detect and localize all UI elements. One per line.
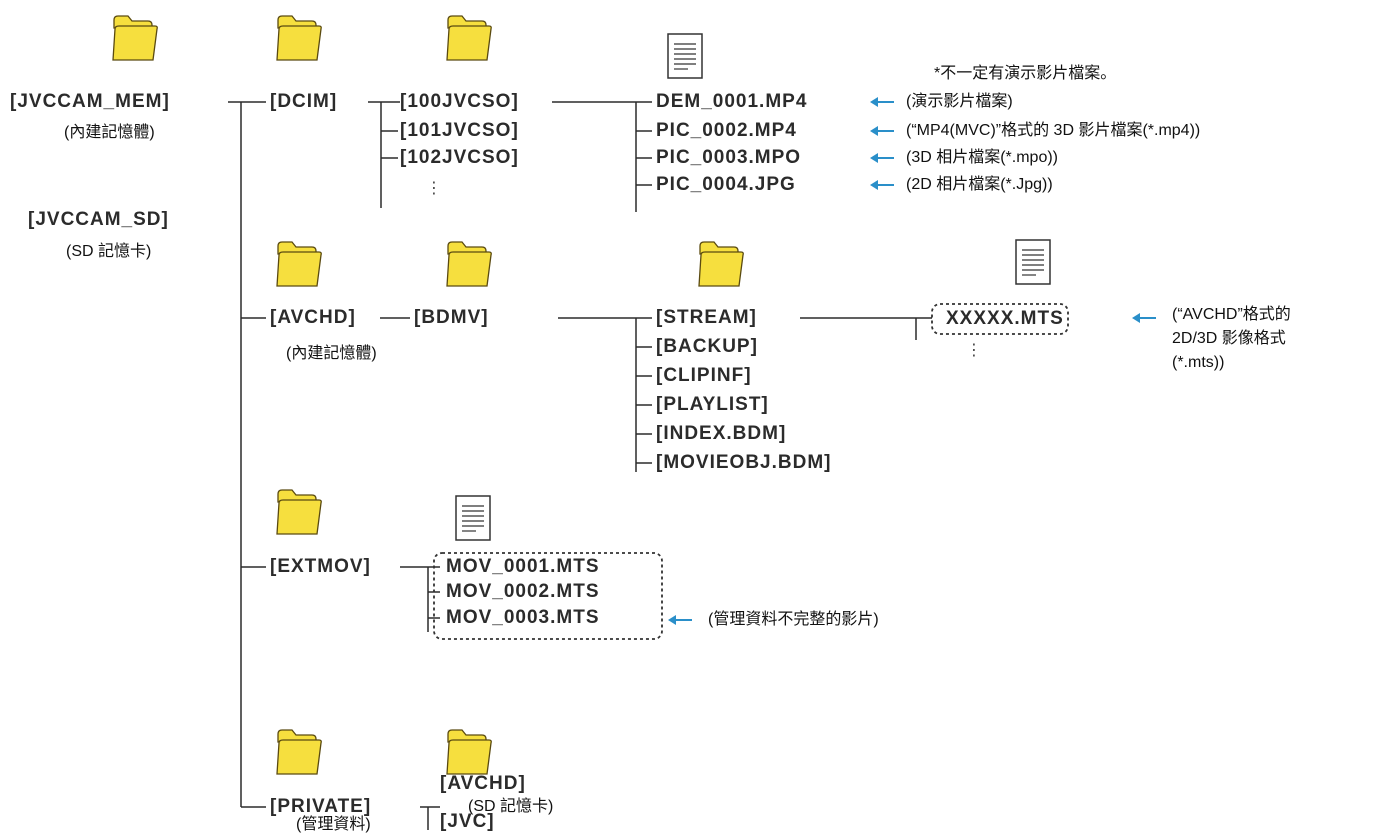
bdmv-child: [CLIPINF] [656,365,752,386]
private-label: [PRIVATE] [270,796,372,817]
avchd-note-line: 2D/3D 影像格式 [1172,330,1286,347]
dcim-ellipsis: ⋮ [426,180,442,197]
bdmv-child: [PLAYLIST] [656,394,769,415]
mov-dashed-box [433,552,663,640]
dcim-footnote: *不一定有演示影片檔案。 [934,65,1117,82]
arrow-left-icon [869,179,895,191]
dcim-note: (2D 相片檔案(*.Jpg)) [906,176,1053,193]
arrow-left-icon [1131,312,1157,324]
private-sub: (管理資料) [296,816,371,833]
extmov-file: MOV_0002.MTS [446,581,600,602]
extmov-file: MOV_0003.MTS [446,607,600,628]
dcim-subfolder: [101JVCSO] [400,120,519,141]
avchd-sub: (內建記憶體) [286,345,377,362]
dcim-subfolder: [102JVCSO] [400,147,519,168]
arrow-left-icon [869,152,895,164]
folder-icon [276,489,322,535]
private-avchd-sub: (SD 記憶卡) [468,798,554,815]
stream-file: XXXXX.MTS [946,308,1064,329]
extmov-note: (管理資料不完整的影片) [708,611,879,628]
arrow-left-icon [667,614,693,626]
private-jvc: [JVC] [440,811,495,832]
bdmv-child: [STREAM] [656,307,757,328]
stream-ellipsis: ⋮ [966,342,982,359]
folder-icon [446,241,492,287]
root-sd-label: [JVCCAM_SD] [28,209,169,230]
dcim-file: PIC_0004.JPG [656,174,796,195]
extmov-label: [EXTMOV] [270,556,371,577]
dcim-note: (3D 相片檔案(*.mpo)) [906,149,1059,166]
arrow-left-icon [869,125,895,137]
avchd-note-line: (“AVCHD”格式的 [1172,306,1291,323]
root-sd-sub: (SD 記憶卡) [66,243,152,260]
dcim-note: (“MP4(MVC)”格式的 3D 影片檔案(*.mp4)) [906,122,1201,139]
bdmv-child: [INDEX.BDM] [656,423,787,444]
document-icon [455,495,491,541]
dcim-file: PIC_0002.MP4 [656,120,797,141]
root-mem-sub: (內建記憶體) [64,124,155,141]
bdmv-label: [BDMV] [414,307,489,328]
document-icon [667,33,703,79]
dcim-file: PIC_0003.MPO [656,147,802,168]
dcim-file: DEM_0001.MP4 [656,91,808,112]
mts-dashed-box [931,303,1069,335]
dcim-note: (演示影片檔案) [906,93,1013,110]
avchd-note-line: (*.mts)) [1172,354,1225,371]
folder-icon [698,241,744,287]
dcim-subfolder: [100JVCSO] [400,91,519,112]
private-avchd: [AVCHD] [440,773,526,794]
bdmv-child: [MOVIEOBJ.BDM] [656,452,832,473]
extmov-file: MOV_0001.MTS [446,556,600,577]
folder-icon [112,15,158,61]
document-icon [1015,239,1051,285]
folder-icon [446,729,492,775]
bdmv-child: [BACKUP] [656,336,758,357]
root-mem-label: [JVCCAM_MEM] [10,91,170,112]
folder-icon [446,15,492,61]
arrow-left-icon [869,96,895,108]
folder-icon [276,241,322,287]
folder-icon [276,729,322,775]
folder-icon [276,15,322,61]
dcim-label: [DCIM] [270,91,338,112]
avchd-label: [AVCHD] [270,307,356,328]
